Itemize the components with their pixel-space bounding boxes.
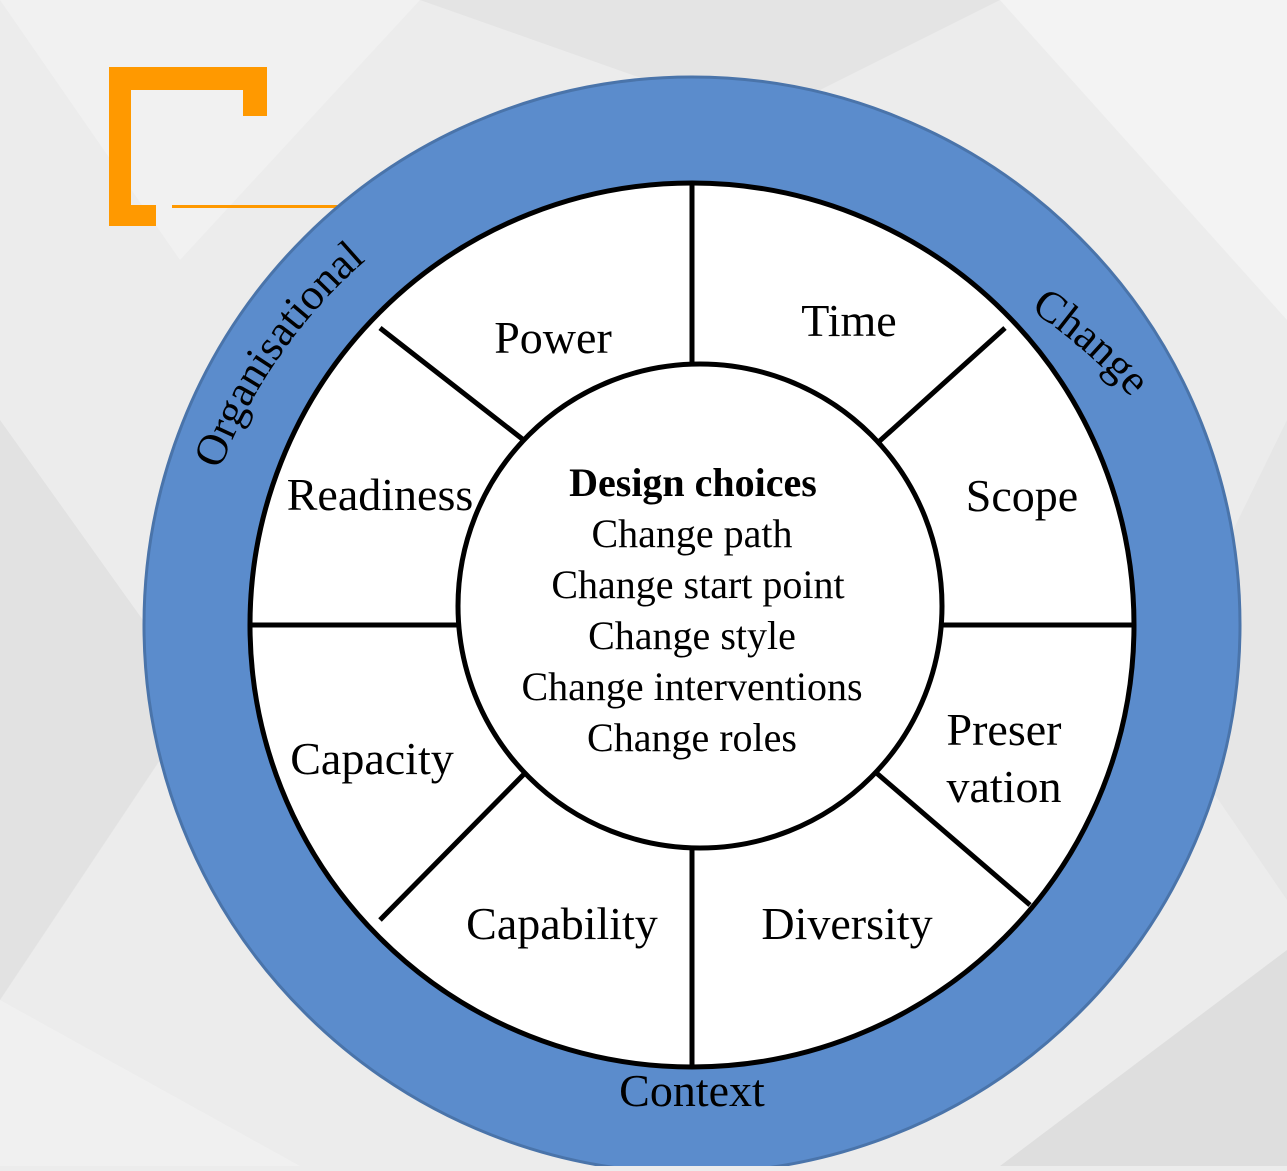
segment-label-power: Power <box>494 312 612 363</box>
center-item: Change roles <box>587 715 797 760</box>
segment-label-scope: Scope <box>966 470 1078 521</box>
center-items: Change path Change start point Change st… <box>521 511 862 760</box>
center-item: Change path <box>591 511 792 556</box>
segment-label-capability: Capability <box>466 898 658 949</box>
segment-label-preservation-line2: vation <box>947 761 1062 812</box>
center-item: Change start point <box>551 562 844 607</box>
segment-label-preservation-line1: Preser <box>947 704 1062 755</box>
center-title: Design choices <box>569 460 817 505</box>
segment-label-time: Time <box>801 295 896 346</box>
segment-dividers <box>250 183 1134 1067</box>
segment-label-diversity: Diversity <box>761 898 932 949</box>
center-item: Change interventions <box>521 664 862 709</box>
segment-label-capacity: Capacity <box>290 733 454 784</box>
center-item: Change style <box>588 613 796 658</box>
segment-label-readiness: Readiness <box>287 469 474 520</box>
design-choices-circle <box>455 361 945 851</box>
ring-label-context: Context <box>619 1065 765 1116</box>
